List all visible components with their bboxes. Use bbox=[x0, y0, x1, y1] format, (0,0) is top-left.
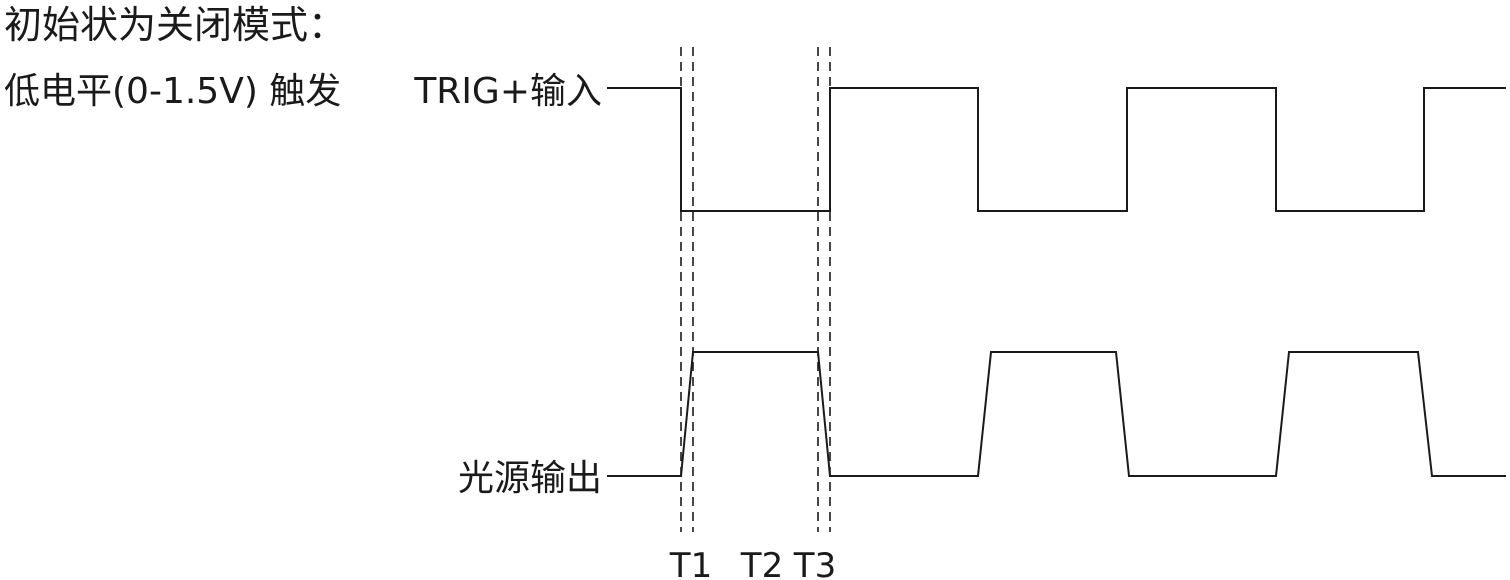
diagram-title: 初始状为关闭模式： bbox=[4, 3, 346, 47]
marker-t2: T2 bbox=[740, 546, 783, 580]
marker-t1: T1 bbox=[669, 546, 712, 580]
trigger-signal-label: TRIG+输入 bbox=[413, 71, 602, 112]
trigger-condition-label: 低电平(0-1.5V) 触发 bbox=[4, 71, 341, 112]
output-signal-label: 光源输出 bbox=[458, 458, 602, 499]
output-waveform bbox=[607, 351, 1506, 477]
marker-t3: T3 bbox=[793, 546, 836, 580]
trigger-waveform bbox=[607, 87, 1506, 212]
